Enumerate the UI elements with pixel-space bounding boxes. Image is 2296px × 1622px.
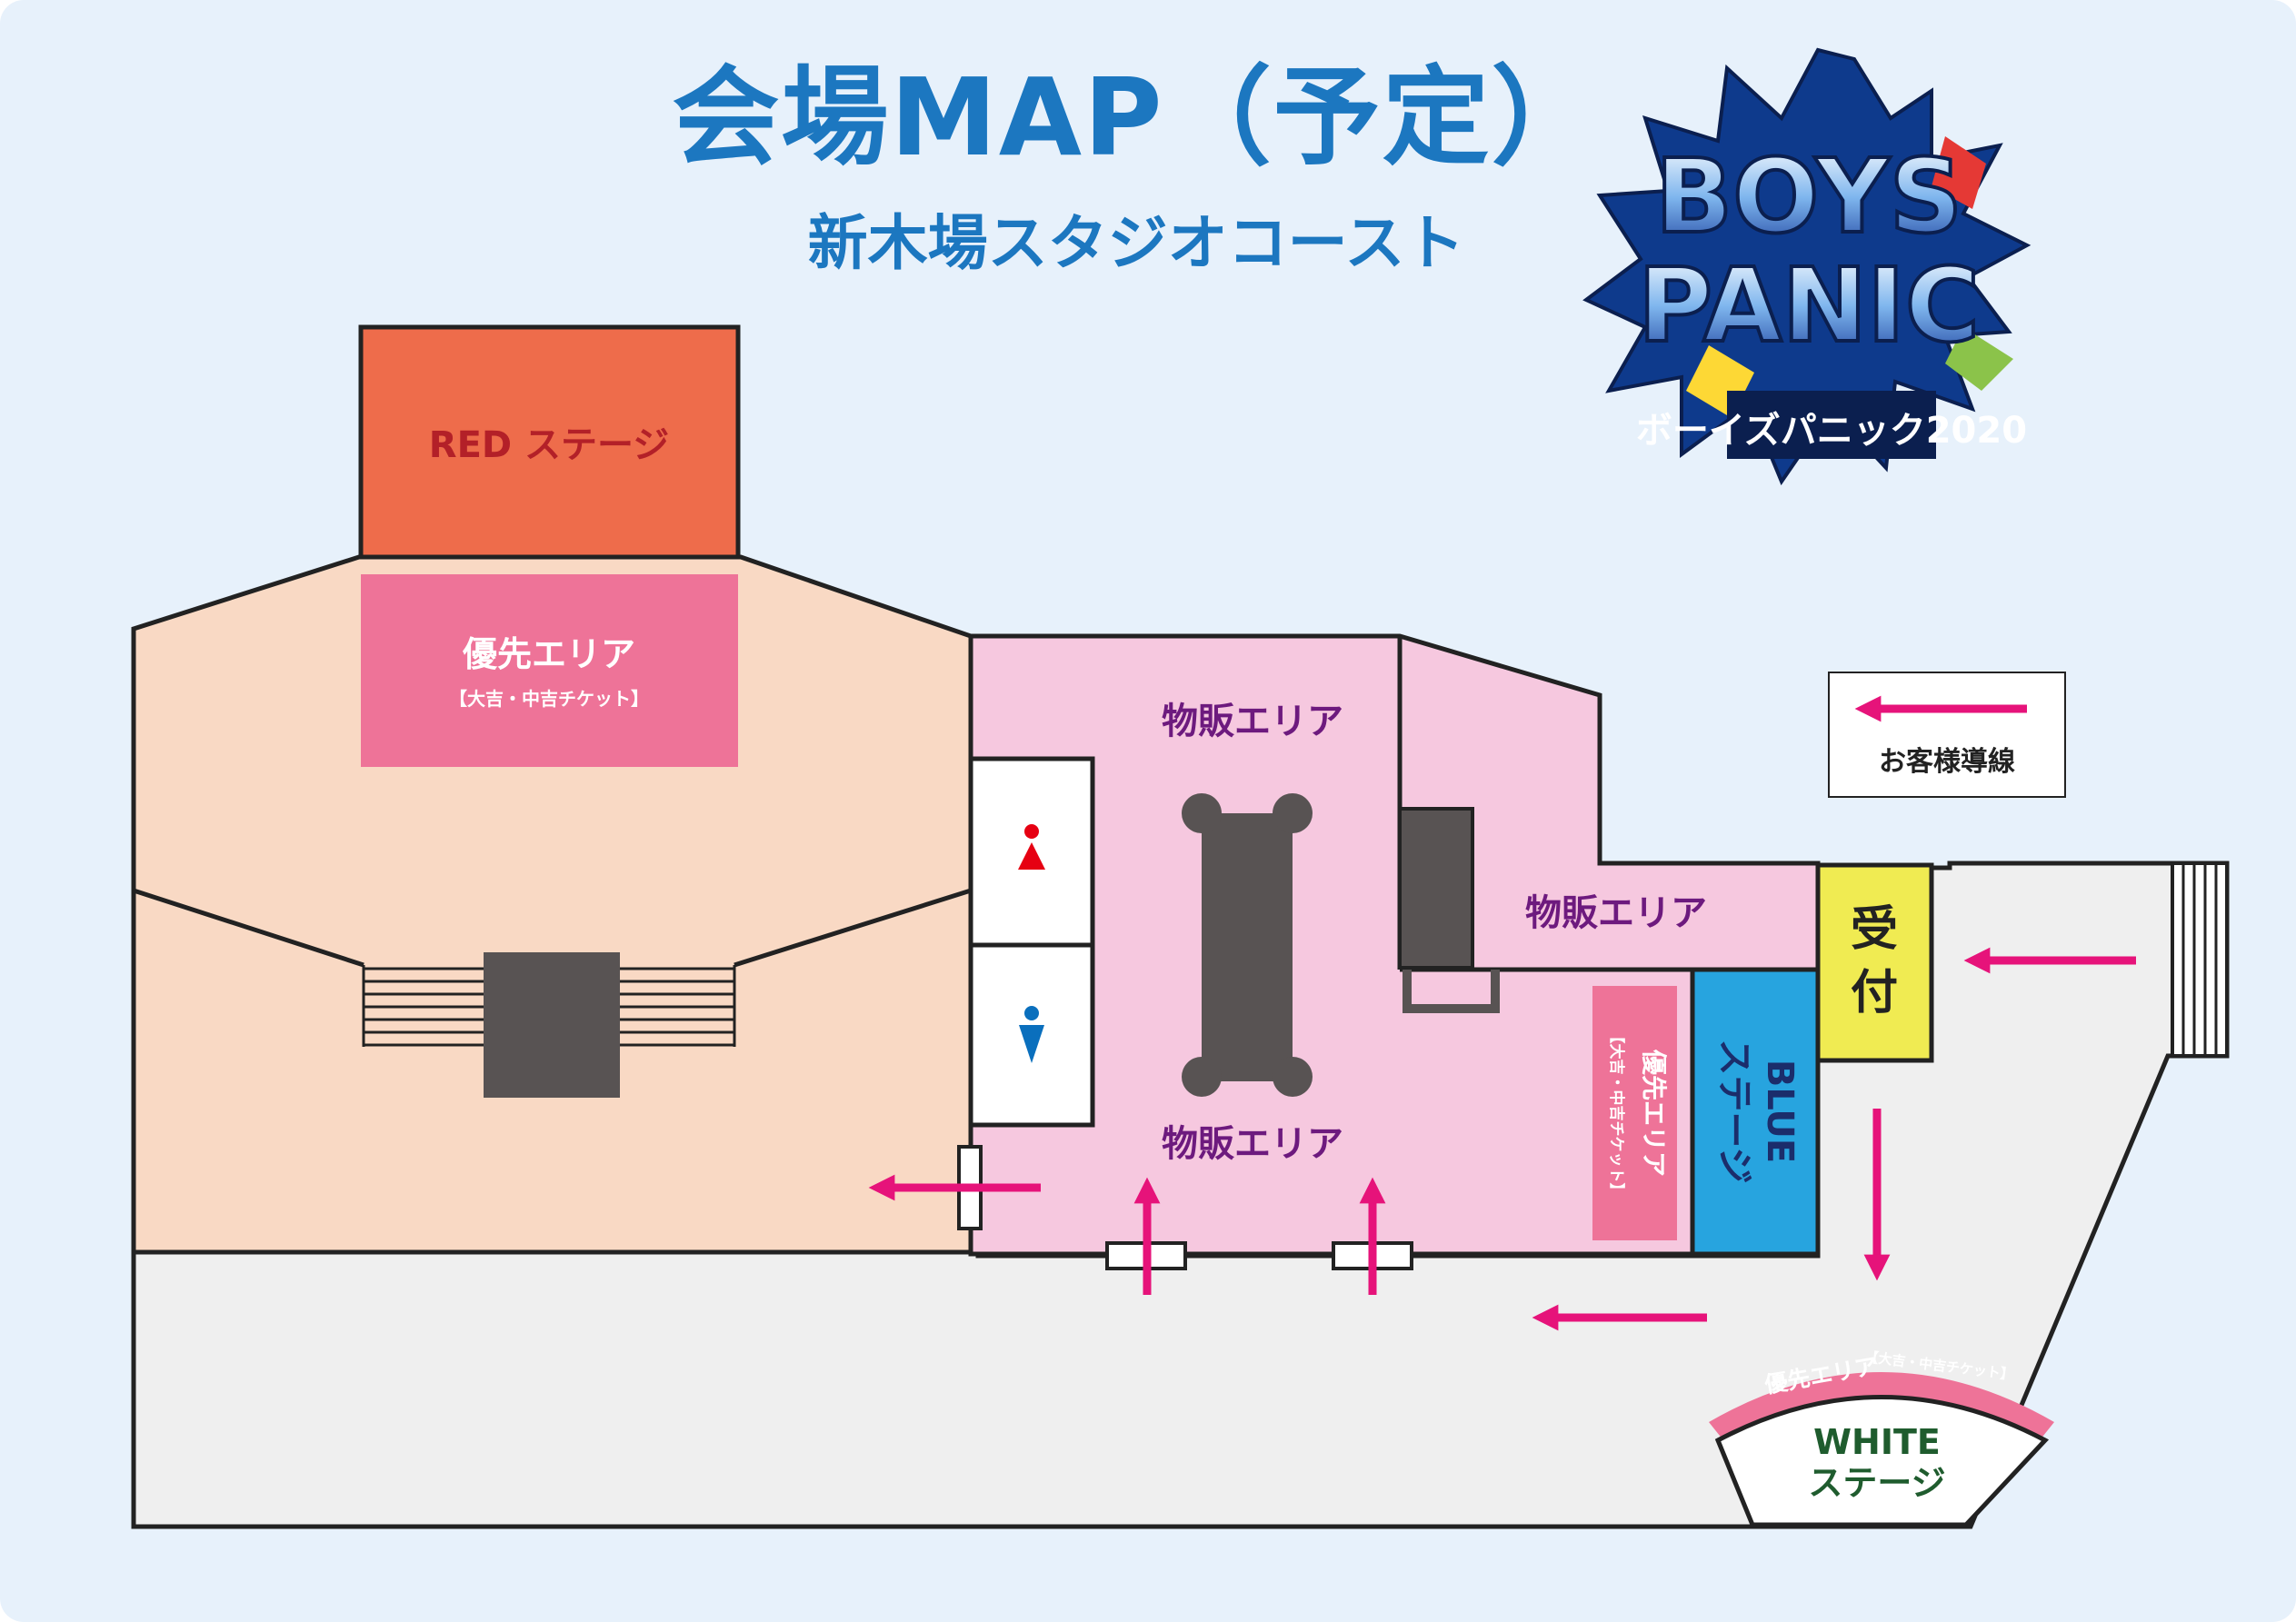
red-stage-label: RED ステージ [429, 424, 669, 466]
merch-area-bottom-label: 物販エリア [1162, 1123, 1343, 1165]
merch-area-right-label: 物販エリア [1525, 892, 1707, 934]
white-stage-priority-area [1709, 1372, 2054, 1445]
legend-label: お客様導線 [1879, 746, 2015, 778]
entrance-stairs [2171, 861, 2229, 1058]
priority-area-main-sublabel: 【大吉・中吉チケット】 [449, 688, 649, 710]
reception-label-2: 付 [1851, 966, 1898, 1020]
priority-area-main-label: 優先エリア [462, 634, 635, 674]
center-stage [484, 952, 620, 1098]
venue-name: 新木場スタジオコースト [807, 208, 1465, 278]
reception-label-1: 受 [1851, 902, 1898, 957]
blue-stage-label: BLUE [1759, 1060, 1801, 1163]
merch-table [1182, 793, 1313, 1097]
blue-stage [1690, 967, 1821, 1257]
white-stage [1714, 1395, 2050, 1527]
priority-area-blue-label: 優先エリア [1639, 1049, 1669, 1177]
white-stage-label: WHITE [1813, 1422, 1941, 1462]
blue-stage-sublabel: ステージ [1713, 1039, 1755, 1183]
priority-area-blue-sublabel: 【大吉・中吉チケット】 [1607, 1029, 1626, 1199]
event-logo: BOYS PANIC ボーイズパニック2020 [1582, 47, 2031, 486]
male-restroom-icon [1019, 1006, 1044, 1063]
merch-counter [1398, 807, 1474, 970]
female-restroom-icon [1018, 824, 1045, 870]
priority-area-main [361, 574, 738, 767]
stage-steps [362, 965, 736, 1047]
logo-line-1: BOYS [1655, 138, 1962, 256]
red-stage [358, 324, 741, 560]
merch-area-top-label: 物販エリア [1162, 701, 1343, 742]
page-title: 会場MAP（予定） [672, 55, 1601, 180]
logo-line-3: ボーイズパニック2020 [1636, 410, 2027, 452]
white-stage-sublabel: ステージ [1808, 1463, 1945, 1503]
flow-arrows [868, 947, 2136, 1331]
logo-line-2: PANIC [1638, 247, 1980, 365]
priority-area-blue [1592, 986, 1677, 1240]
legend-box [1828, 672, 2066, 798]
reception [1815, 862, 1934, 1063]
merch-counter-stand [1403, 970, 1500, 1013]
